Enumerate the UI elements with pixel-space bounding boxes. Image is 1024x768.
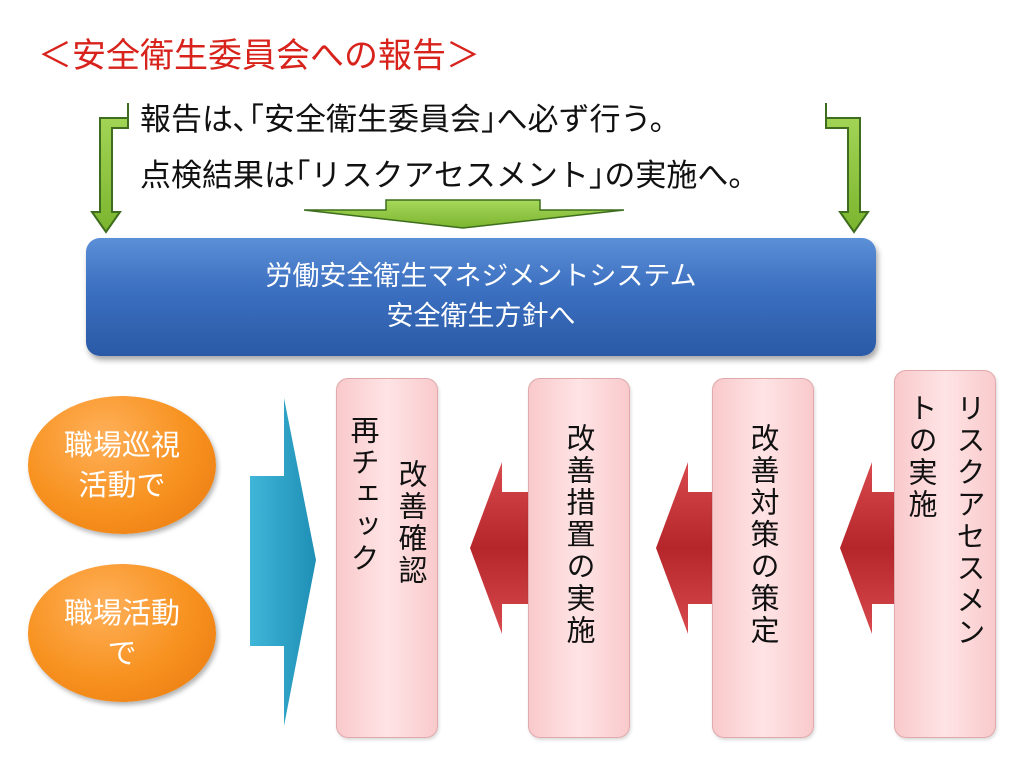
step-risk-assessment: リスクアセスメン トの実施 [894,370,996,738]
step-recheck: 改善確認 再チェック [336,378,438,738]
inspection-message: 点検結果は｢リスクアセスメント｣の実施へ。 [140,158,760,194]
management-system-banner: 労働安全衛生マネジメントシステム 安全衛生方針へ [86,238,876,356]
oval-line: 職場活動 [63,596,180,630]
step-text: トの実施 [904,393,938,521]
red-left-arrow-2 [656,462,712,634]
left-bent-arrow [90,103,129,234]
patrol-activity-oval: 職場巡視 活動で [28,396,216,534]
step-text: 改善確認 [394,459,428,587]
workplace-activity-oval: 職場活動 で [28,564,216,702]
right-bent-arrow [825,103,870,234]
oval-line: 職場巡視 [63,428,180,462]
step-implement: 改善措置の実施 [528,378,630,738]
step-text: 改善対策の策定 [746,423,780,647]
step-plan: 改善対策の策定 [712,378,814,738]
step-text: リスクアセスメン [952,393,986,649]
teal-right-arrow [250,398,316,726]
oval-line: で [107,636,137,670]
slide-title: ＜安全衛生委員会への報告＞ [38,36,480,76]
step-text: 再チェック [346,415,380,575]
center-down-arrow [303,199,625,229]
banner-line-1: 労働安全衛生マネジメントシステム [265,261,697,292]
oval-line: 活動で [78,468,166,502]
report-message: 報告は､｢安全衛生委員会｣へ必ず行う。 [140,102,681,138]
red-left-arrow-1 [470,462,528,634]
step-text: 改善措置の実施 [562,423,596,647]
banner-line-2: 安全衛生方針へ [386,301,576,332]
red-left-arrow-3 [840,462,896,634]
